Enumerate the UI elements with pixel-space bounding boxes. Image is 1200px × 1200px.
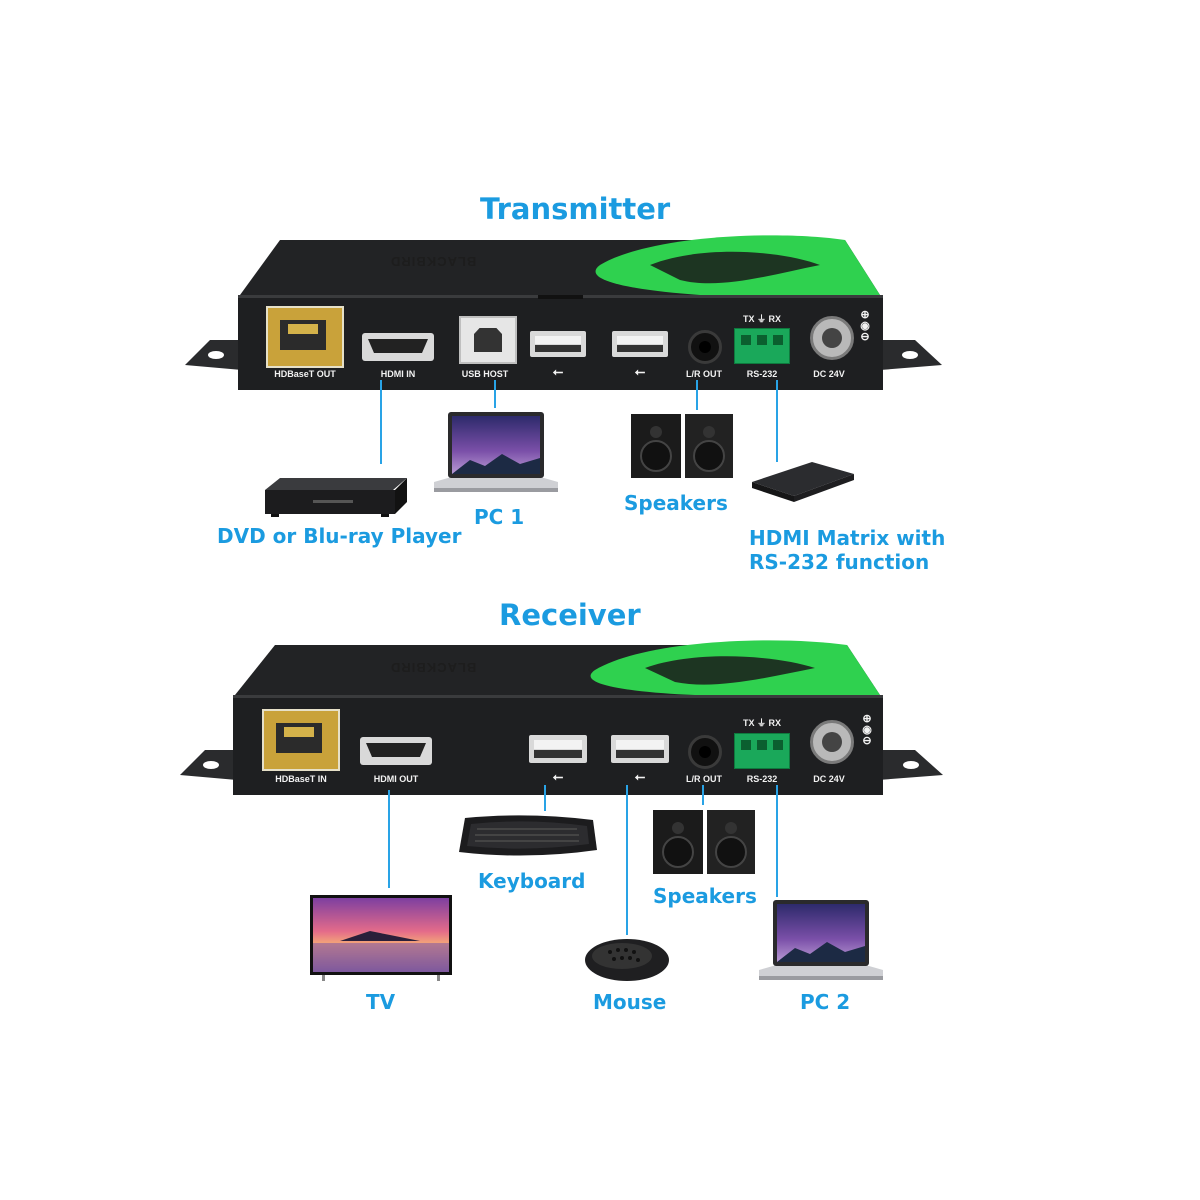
connector-line <box>776 785 778 897</box>
transmitter-brand: BLACKBIRD <box>390 254 477 269</box>
usb-icon: ⭠ <box>552 769 564 784</box>
hdmi-out-label: HDMI OUT <box>373 774 419 784</box>
usb-icon: ⭠ <box>552 364 564 379</box>
usb-a-port-1[interactable] <box>530 331 586 357</box>
hdbaset-in-label: HDBaseT IN <box>275 774 327 784</box>
hdmi-in-port[interactable] <box>362 333 434 361</box>
pc1-label: PC 1 <box>474 505 525 529</box>
rs232-label: RS-232 <box>746 774 778 784</box>
speakers-image <box>651 808 757 876</box>
usb-icon: ⭠ <box>634 364 646 379</box>
polarity-icon: ⊕◉⊖ <box>862 713 872 747</box>
hdmi-matrix-image <box>750 460 856 502</box>
connector-line <box>702 785 704 805</box>
usb-host-label: USB HOST <box>461 369 509 379</box>
keyboard-label: Keyboard <box>478 869 586 893</box>
receiver-brand: BLACKBIRD <box>390 660 477 675</box>
rs232-terminal[interactable] <box>734 328 790 364</box>
usb-icon: ⭠ <box>634 769 646 784</box>
rx-speakers-label: Speakers <box>653 884 757 908</box>
dvd-player-label: DVD or Blu-ray Player <box>217 524 462 548</box>
dc-power-jack[interactable] <box>810 316 854 360</box>
polarity-icon: ⊕◉⊖ <box>860 309 870 343</box>
connector-line <box>626 785 628 935</box>
rs232-terminal[interactable] <box>734 733 790 769</box>
rs232-label: RS-232 <box>746 369 778 379</box>
mouse-label: Mouse <box>593 990 667 1014</box>
tv-image <box>310 895 452 983</box>
usb-a-port-1[interactable] <box>529 735 587 763</box>
connector-line <box>388 790 390 888</box>
connector-line <box>696 380 698 410</box>
dc-power-jack[interactable] <box>810 720 854 764</box>
hdmi-in-label: HDMI IN <box>380 369 416 379</box>
dc-power-label: DC 24V <box>813 774 845 784</box>
audio-out-jack[interactable] <box>688 330 722 364</box>
connector-line <box>380 380 382 464</box>
rs232-pins-label: TX ⏚ RX <box>742 314 781 324</box>
transmitter-title: Transmitter <box>480 192 671 226</box>
hdbaset-in-port[interactable] <box>262 709 340 771</box>
pc2-laptop-image <box>755 898 887 986</box>
connector-line <box>494 380 496 408</box>
connector-line <box>544 785 546 811</box>
connector-line <box>776 380 778 462</box>
audio-out-label: L/R OUT <box>686 369 722 379</box>
audio-out-label: L/R OUT <box>686 774 722 784</box>
dc-power-label: DC 24V <box>813 369 845 379</box>
hdmi-matrix-label-line1: HDMI Matrix with <box>749 526 946 550</box>
keyboard-image <box>455 812 600 860</box>
mouse-image <box>582 934 672 984</box>
hdmi-matrix-label-line2: RS-232 function <box>749 550 930 574</box>
tv-label: TV <box>366 990 396 1014</box>
usb-a-port-2[interactable] <box>611 735 669 763</box>
hdbaset-out-port[interactable] <box>266 306 344 368</box>
tx-speakers-label: Speakers <box>624 491 728 515</box>
rs232-pins-label: TX ⏚ RX <box>742 718 781 728</box>
hdbaset-out-label: HDBaseT OUT <box>274 369 336 379</box>
usb-host-port[interactable] <box>459 316 517 364</box>
audio-out-jack[interactable] <box>688 735 722 769</box>
pc1-laptop-image <box>430 410 562 498</box>
hdmi-out-port[interactable] <box>360 737 432 765</box>
usb-a-port-2[interactable] <box>612 331 668 357</box>
dvd-player-image <box>265 478 410 518</box>
pc2-label: PC 2 <box>800 990 851 1014</box>
speakers-image <box>629 412 735 480</box>
receiver-title: Receiver <box>499 598 641 632</box>
